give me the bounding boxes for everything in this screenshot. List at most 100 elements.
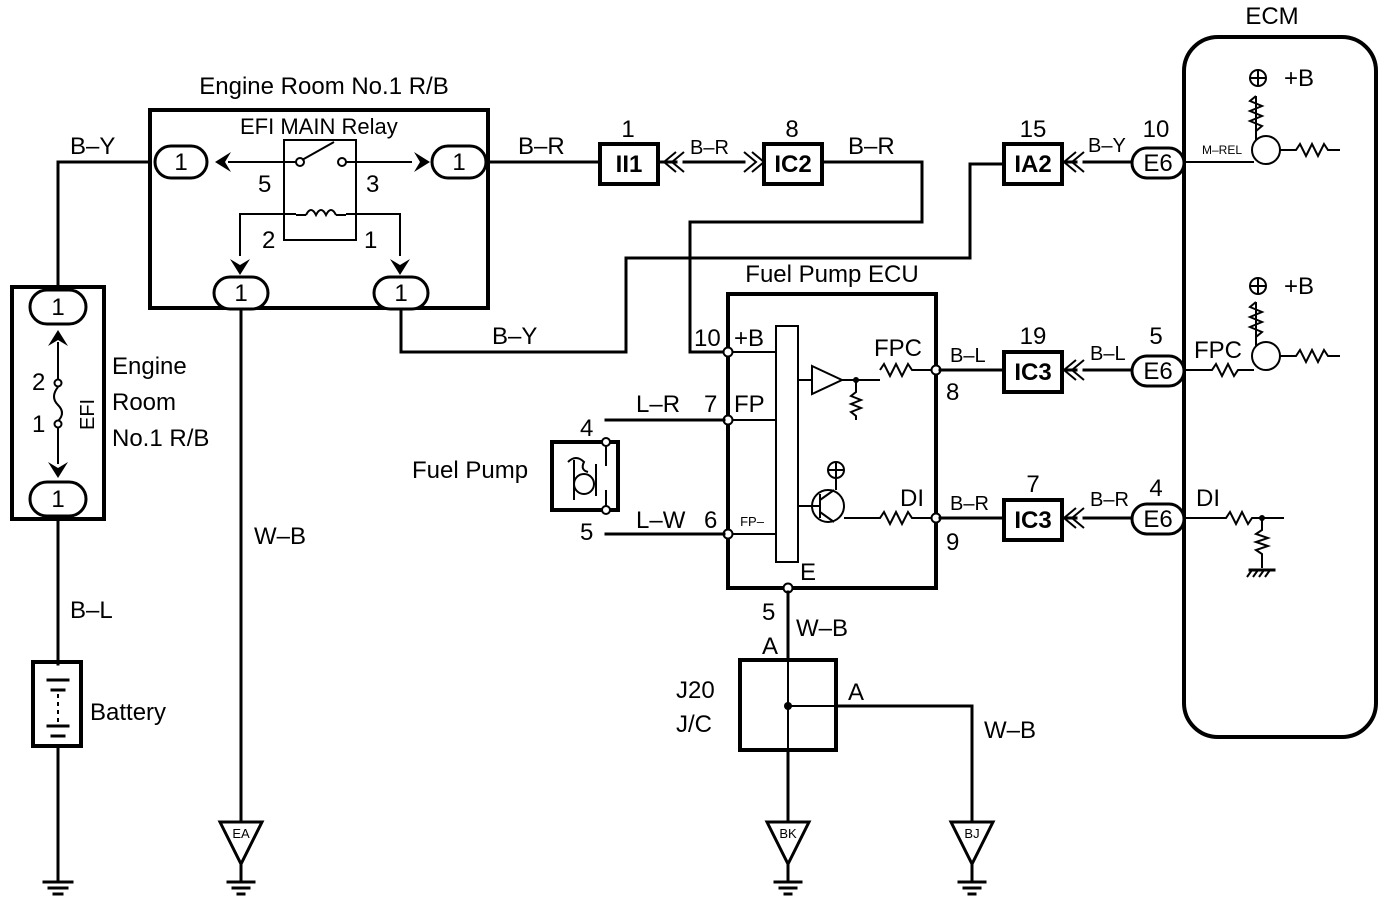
ecm-di-pin: 4 [1149,475,1162,502]
ecu-pin-7: 7 [704,391,717,418]
wire-label-by-left: B–Y [70,133,115,160]
fuel-pump-label: Fuel Pump [412,457,528,484]
relay-pin-5: 5 [258,171,271,198]
connector-ii1-label: II1 [616,151,643,178]
ecu-amplifier [798,364,845,396]
chevron-left-icon [215,152,231,172]
jc-name-label: J20 [676,677,715,704]
connector-ic3-a-pin: 19 [1020,323,1047,350]
ecu-pin-8: 8 [946,379,959,406]
ecm-box [1182,35,1378,739]
ecm-resistor [1184,361,1254,379]
ground-icon [1246,568,1276,578]
ecu-terminal-fp: FP [734,391,765,418]
rb-connector-right-label: 1 [452,149,465,176]
fuse-connector-top-label: 1 [51,294,64,321]
wire-label-wb-ea: W–B [254,523,306,550]
chevron-down-icon [230,259,250,275]
engine-room-side-label-3: No.1 R/B [112,425,209,452]
jc-pin-a-top: A [762,633,778,660]
ecm-plus-b-2: +B [1284,273,1314,300]
ecm-resistor [1247,95,1265,140]
relay-pin-2: 2 [262,227,275,254]
ground-bk [764,820,812,868]
efi-fuse [53,386,63,422]
chevron-right-icon [743,151,766,173]
rb-connector-left [153,144,209,180]
ecu-pin-5: 5 [762,599,775,626]
engine-room-side-label-2: Room [112,389,176,416]
wire-by-left [56,160,152,290]
engine-room-side-label-1: Engine [112,353,187,380]
ecu-resistor [844,509,932,527]
ground-bj-label: BJ [964,826,979,841]
rb-connector-bottom-right-label: 1 [394,280,407,307]
ground-bj [948,820,996,868]
wire-label-by-mid: B–Y [492,323,537,350]
wire-label-br-2: B–R [690,137,729,159]
fuse-connector-top [28,288,88,326]
ecu-ic-bar [775,325,799,563]
wire-label-br-3: B–R [848,133,895,160]
efi-main-relay-label: EFI MAIN Relay [240,114,398,139]
relay-coil [305,209,337,218]
wire-br-3 [688,160,924,354]
connector-ic3-b-pin: 7 [1026,471,1039,498]
ecm-fpc-transistor [1251,341,1281,371]
pump-pin-4: 4 [580,415,593,442]
connector-ic3-b-label: IC3 [1014,507,1051,534]
wire-label-by-ecm: B–Y [1088,135,1126,157]
connector-e6-b-label: E6 [1143,358,1172,385]
ecm-di-label: DI [1196,485,1220,512]
connector-ic2-label: IC2 [774,151,811,178]
efi-fuse-label: EFI [77,399,99,430]
ecm-mrel-pin: 10 [1143,116,1170,143]
connector-ic2 [762,142,824,186]
wire-label-bl-ecm: B–L [1090,343,1126,365]
ecu-terminal-e: E [800,559,816,586]
engine-room-rb-label: Engine Room No.1 R/B [199,73,448,100]
efi-main-relay [283,139,357,241]
connector-ia2-label: IA2 [1014,151,1051,178]
wire-label-bl-ecu: B–L [950,345,986,367]
ecu-terminal-di: DI [900,485,924,512]
connector-e6-a-label: E6 [1143,150,1172,177]
fuel-pump-motor-icon [573,473,595,495]
engine-room-rb-box [148,108,490,310]
connector-ic2-pin: 8 [785,116,798,143]
jc-type-label: J/C [676,711,712,738]
fuse-connector-bottom-label: 1 [51,486,64,513]
connector-ia2 [1002,142,1064,186]
relay-contact-right [337,157,347,167]
ecm-plus-b-1: +B [1284,65,1314,92]
ground-bk-label: BK [779,826,797,841]
ground-icon [957,880,987,896]
chevron-down-icon [48,462,68,478]
battery-label: Battery [90,699,166,726]
ecu-resistor [879,361,932,379]
ground-ea-label: EA [232,826,250,841]
wire-label-br-ecu: B–R [950,493,989,515]
chevron-up-icon [48,330,68,346]
ecm-fpc-pin: 5 [1149,323,1162,350]
ecu-pin-6: 6 [704,507,717,534]
ground-ea [217,820,265,868]
ecm-resistor [1280,141,1340,159]
relay-switch-arm [301,141,335,161]
connector-ic3-a [1002,350,1064,394]
chevron-right-icon [414,152,430,172]
connector-ii1-pin: 1 [621,116,634,143]
relay-pin-1: 1 [364,227,377,254]
relay-pin-3: 3 [366,171,379,198]
fuse-pin-1: 1 [32,411,45,438]
chevron-down-icon [390,259,410,275]
fuel-pump-ecu-label: Fuel Pump ECU [745,261,918,288]
fuel-pump-ecu-box [726,292,938,590]
wire-by-mrel [399,162,1006,354]
ecu-terminal-plus-b: +B [734,325,764,352]
ecm-plus-b-icon [1249,69,1267,87]
fuse-connector-bottom [28,480,88,518]
wire-label-wb-bj: W–B [984,717,1036,744]
ecm-resistor [1184,509,1284,527]
